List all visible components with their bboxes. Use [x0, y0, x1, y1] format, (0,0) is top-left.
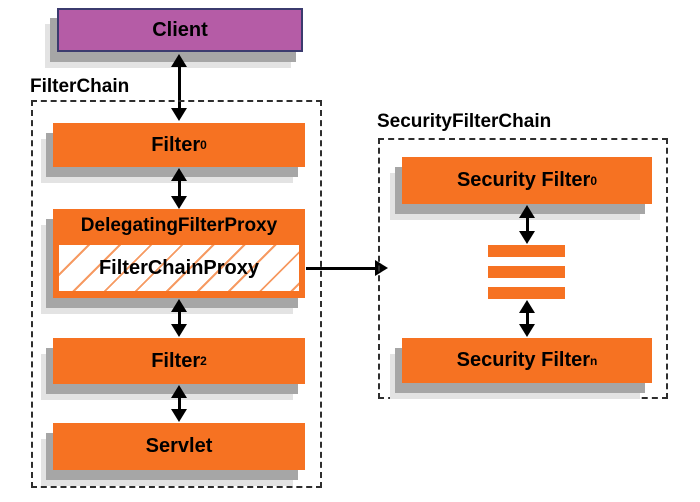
security-filter0-label: Security Filter — [456, 169, 591, 191]
arrowhead-up — [519, 205, 535, 218]
arrowhead-down — [171, 409, 187, 422]
arrowhead-down — [171, 196, 187, 209]
arrow-filter0-dfp — [171, 168, 188, 209]
security-filtern-label: Security Filter — [456, 349, 591, 371]
filter-chain-proxy-node: FilterChainProxy — [58, 244, 300, 292]
filter-stack-bar-2 — [488, 266, 565, 278]
delegating-filter-proxy-node: DelegatingFilterProxy FilterChainProxy — [53, 209, 305, 298]
client-label: Client — [152, 18, 208, 41]
arrowhead-down — [519, 324, 535, 337]
arrowhead-up — [519, 300, 535, 313]
servlet-label: Servlet — [145, 435, 213, 457]
securityfilterchain-group-label: SecurityFilterChain — [377, 111, 552, 132]
arrowhead-up — [171, 54, 187, 67]
securityfilterchain-group-box — [378, 138, 668, 399]
arrowhead-down — [171, 108, 187, 121]
arrow-client-filter0 — [171, 54, 188, 121]
delegating-filter-proxy-label: DelegatingFilterProxy — [80, 215, 278, 236]
filter-chain-proxy-label: FilterChainProxy — [98, 256, 260, 279]
arrowhead-up — [171, 299, 187, 312]
arrowhead-down — [171, 324, 187, 337]
arrow-dfp-filter2 — [171, 299, 188, 337]
arrow-filter2-servlet — [171, 385, 188, 422]
arrowhead-up — [171, 168, 187, 181]
filter-stack-bar-1 — [488, 245, 565, 257]
arrow-securityfilter0-stack — [519, 205, 536, 244]
arrowhead-up — [171, 385, 187, 398]
arrow-fcp-securityfilterchain — [306, 260, 388, 277]
arrow-stack-securityfiltern — [519, 300, 536, 337]
filter2-label: Filter — [151, 349, 201, 372]
filterchain-group-label: FilterChain — [30, 76, 130, 97]
servlet-node: Servlet — [53, 423, 305, 470]
client-node: Client — [57, 8, 303, 52]
filter0-label: Filter — [151, 133, 201, 156]
filter-stack-bar-3 — [488, 287, 565, 299]
arrowhead-down — [519, 231, 535, 244]
filterchain-group-box — [31, 100, 322, 488]
